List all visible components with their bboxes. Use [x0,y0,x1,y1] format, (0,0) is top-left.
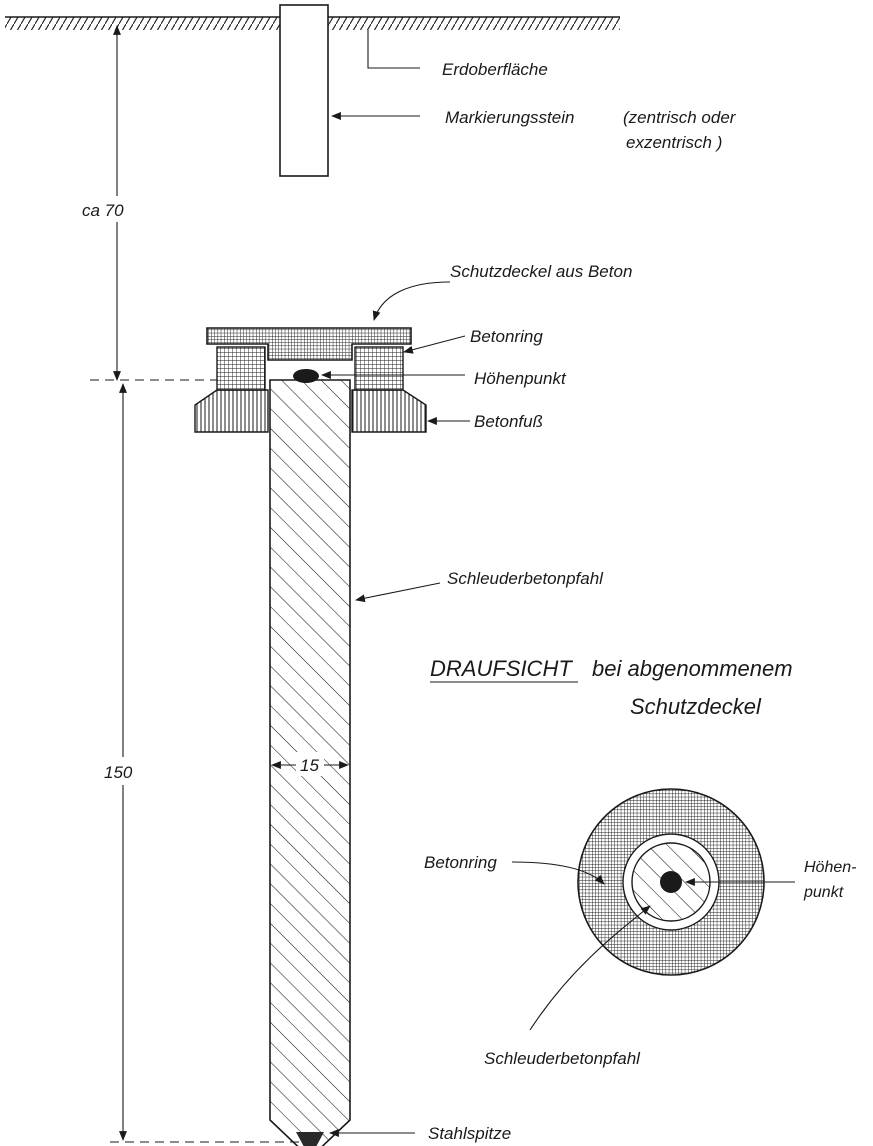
concrete-ring-right [354,346,404,391]
plan-height-point-label-2: punkt [803,884,844,901]
plan-view-subtitle-2: Schutzdeckel [630,694,762,719]
protective-cover-label: Schutzdeckel aus Beton [450,262,632,281]
concrete-foot-label: Betonfuß [474,412,543,431]
ground-surface-leader [367,30,420,69]
plan-view-title: DRAUFSICHT [430,656,573,681]
dim-pile-width-label: 15 [300,756,319,775]
spun-pile-arrow [355,582,441,603]
ground-surface-label: Erdoberfläche [442,60,548,79]
plan-height-point-label-1: Höhen- [804,859,856,876]
plan-pile-arrow [529,905,651,1031]
marker-stone [279,4,329,177]
marker-stone-note-1: (zentrisch oder [623,108,737,127]
height-point-marker [293,369,319,383]
spun-pile-label: Schleuderbetonpfahl [447,569,604,588]
concrete-ring-arrow [403,335,466,354]
steel-tip [296,1132,324,1146]
concrete-foot-left [194,389,269,433]
plan-view-height-point [660,871,682,893]
protective-cover [206,327,412,361]
dim-pile-length-label: 150 [104,763,133,782]
plan-ring-arrow [511,861,605,885]
protective-cover-arrow [372,281,451,321]
concrete-ring-label: Betonring [470,327,543,346]
concrete-ring-left [216,346,266,391]
marker-stone-note-2: exzentrisch ) [626,133,722,152]
height-point-label: Höhenpunkt [474,369,567,388]
plan-view-subtitle-1: bei abgenommenem [592,656,793,681]
plan-pile-label: Schleuderbetonpfahl [484,1049,641,1068]
steel-tip-label: Stahlspitze [428,1124,511,1143]
concrete-foot-right [351,389,427,433]
dim-depth-label: ca 70 [82,201,124,220]
plan-ring-label: Betonring [424,853,497,872]
marker-stone-label: Markierungsstein [445,108,574,127]
